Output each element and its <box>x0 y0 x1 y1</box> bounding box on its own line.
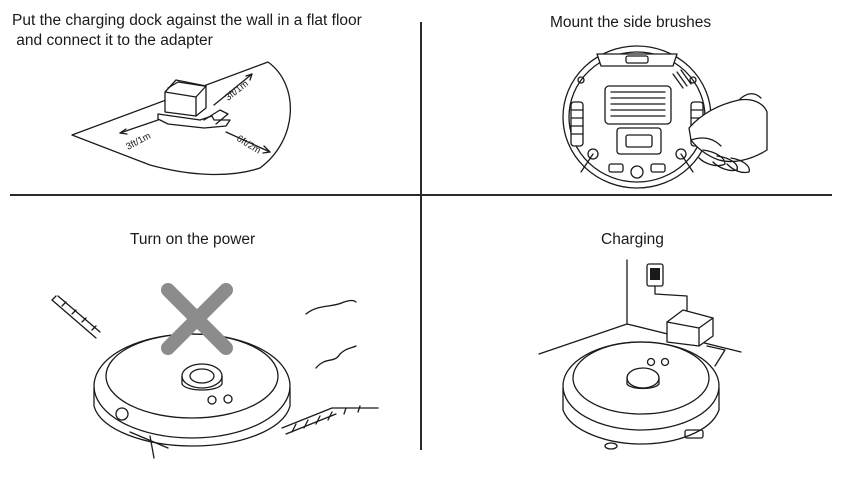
step-turn-on-power-caption: Turn on the power <box>130 231 256 248</box>
dim-front-label: 6ft/2m <box>234 133 262 156</box>
step-side-brushes-caption: Mount the side brushes <box>550 14 712 31</box>
step-place-dock-caption-line1: Put the charging dock against the wall i… <box>12 12 362 29</box>
step-charging: Charging <box>421 196 866 477</box>
step-place-dock-caption-line2: and connect it to the adapter <box>12 32 213 49</box>
step-charging-caption: Charging <box>601 231 664 248</box>
dock-placement-illustration: 3ft/1m 3ft/1m 6ft/2m <box>71 61 291 176</box>
robot-on-carpet-illustration <box>51 283 379 459</box>
step-side-brushes: Mount the side brushes <box>421 0 866 194</box>
vertical-divider <box>420 22 422 450</box>
step-turn-on-power: Turn on the power <box>0 196 420 477</box>
robot-charging-illustration <box>538 259 742 450</box>
horizontal-divider <box>10 194 832 196</box>
step-place-dock: Put the charging dock against the wall i… <box>0 0 420 194</box>
dim-left-label: 3ft/1m <box>124 131 153 153</box>
dim-top-label: 3ft/1m <box>223 78 251 103</box>
wrong-cross-icon <box>161 283 233 355</box>
robot-underside-illustration <box>562 45 768 189</box>
